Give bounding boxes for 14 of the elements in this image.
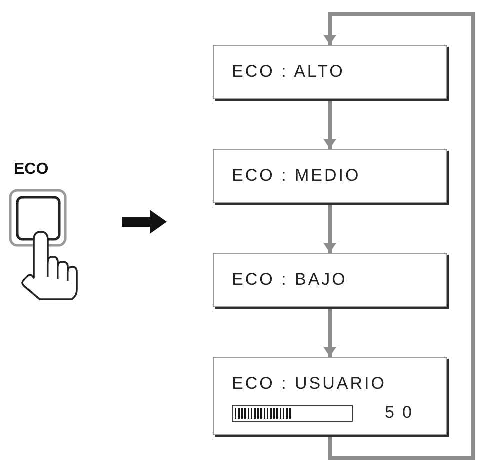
menu-box [213, 253, 447, 307]
menu-label: ECO : USUARIO [232, 374, 386, 394]
arrow [324, 203, 336, 253]
arrow [324, 99, 336, 149]
menu-label: ECO : ALTO [232, 62, 345, 82]
menu-box [213, 357, 447, 435]
value-label: 50 [385, 403, 420, 423]
return-arrow [324, 12, 475, 460]
menu-label: ECO : BAJO [232, 270, 348, 290]
button-label: ECO [14, 160, 49, 179]
menu-label: ECO : MEDIO [232, 166, 361, 186]
menu-box [213, 45, 447, 99]
arrow [324, 307, 336, 357]
menu-box [213, 149, 447, 203]
